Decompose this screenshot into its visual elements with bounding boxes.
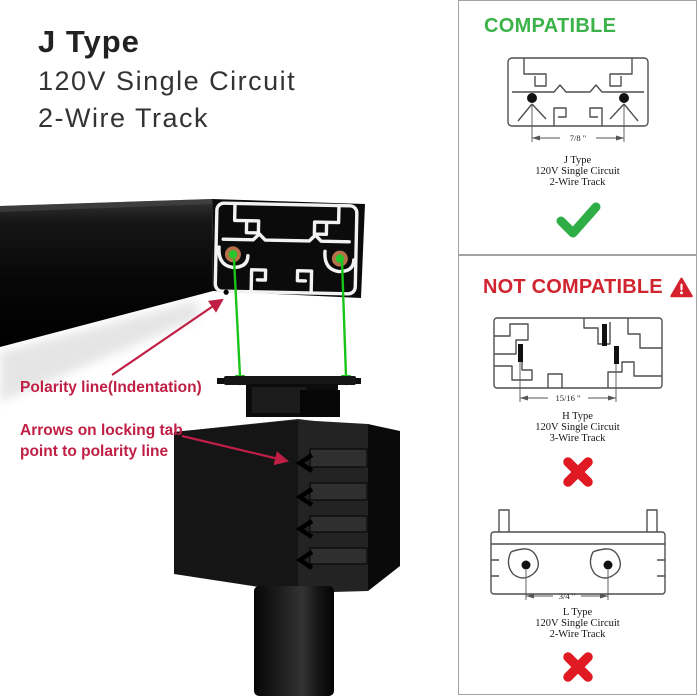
l-type-cross-section-diagram: 3/4 ": [489, 509, 666, 601]
locking-tab-annotation-line1: Arrows on locking tab: [20, 422, 183, 439]
polarity-annotation: Polarity line(Indentation): [20, 379, 202, 396]
adapter-stem: [254, 586, 334, 696]
h-type-dimension: 15/16 ": [555, 393, 580, 403]
track-shadow: [0, 300, 198, 402]
x-icon: [562, 652, 593, 682]
not-compatible-section: NOT COMPATIBLE: [459, 256, 696, 694]
compatible-section: COMPATIBLE: [459, 1, 696, 254]
x-icon: [562, 457, 593, 487]
track-cross-section: [213, 201, 359, 296]
compatibility-panel: COMPATIBLE: [458, 0, 697, 695]
j-type-dimension: 7/8 ": [569, 133, 585, 143]
h-type-cross-section-diagram: 15/16 ": [492, 317, 663, 403]
polarity-indentation-dot: [223, 289, 229, 295]
page-title: J Type: [38, 24, 140, 59]
j-type-cross-section-diagram: 7/8 ": [506, 57, 649, 143]
compatible-heading: COMPATIBLE: [484, 15, 617, 37]
panel-divider: [459, 254, 696, 256]
locking-tab-annotation: Arrows on locking tab point to polarity …: [20, 420, 230, 462]
title-subline-wires: 2-Wire Track: [38, 103, 210, 133]
track-adapter: [174, 376, 400, 696]
l-type-caption: L Type 120V Single Circuit 2-Wire Track: [535, 607, 620, 640]
h-type-caption: H Type 120V Single Circuit 3-Wire Track: [535, 411, 620, 444]
not-compatible-heading: NOT COMPATIBLE: [483, 276, 696, 299]
l-type-dimension: 3/4 ": [558, 591, 574, 601]
locking-tab-arrow-icons: [295, 453, 314, 570]
warning-triangle-icon: [670, 277, 693, 298]
polarity-leader-arrow: [111, 298, 224, 376]
locking-tab-leader-arrow: [181, 434, 290, 466]
track-and-adapter-illustration: [0, 199, 400, 696]
title-subline-circuit: 120V Single Circuit: [38, 66, 297, 96]
check-icon: [556, 202, 600, 238]
title-block: J Type 120V Single Circuit 2-Wire Track: [38, 24, 296, 134]
j-type-caption: J Type 120V Single Circuit 2-Wire Track: [535, 155, 620, 188]
locking-tab-annotation-line2: point to polarity line: [20, 443, 169, 460]
annotation-leader-arrows: [111, 298, 290, 466]
